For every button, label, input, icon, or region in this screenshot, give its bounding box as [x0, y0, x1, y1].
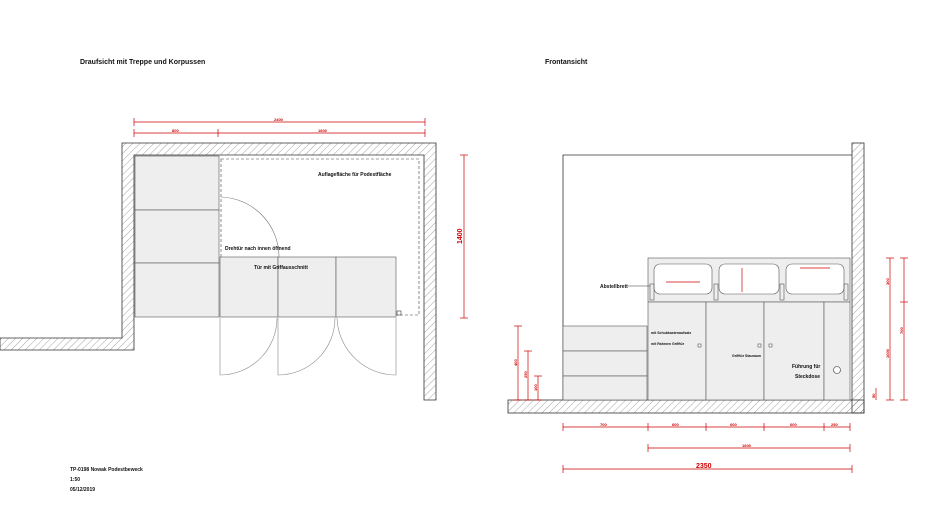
front-note-left-2: mit Rahmen Grifftür — [651, 342, 685, 346]
plan-dimensions — [133, 118, 468, 319]
front-socket — [833, 366, 841, 374]
plan-note-top-panel: Auflagefläche für Podestfläche — [318, 172, 392, 178]
front-dim-h-left2: 250 — [523, 371, 528, 378]
front-dim-b1: 700 — [600, 422, 607, 427]
front-steps — [562, 325, 648, 401]
front-dim-b4: 600 — [790, 422, 797, 427]
plan-door-swings — [219, 317, 397, 376]
front-room-outline — [562, 154, 852, 400]
plan-wall-hatched — [0, 142, 437, 401]
front-dim-h-left1: 400 — [513, 359, 518, 366]
front-dim-mid: 1600 — [742, 443, 752, 448]
front-wall-right — [851, 142, 865, 414]
plan-dim-depth: 1400 — [457, 228, 464, 244]
front-view: Abstellbrett mit Schubkastenaufsatz mit … — [507, 142, 908, 473]
plan-view: Auflagefläche für Podestfläche Drehtür n… — [0, 117, 468, 401]
plan-socket — [396, 310, 402, 316]
front-h-dimensions — [562, 423, 853, 473]
footer-scale: 1:50 — [70, 477, 80, 483]
footer-project: TP-0198 Nowak Podestbeweck — [70, 467, 143, 473]
footer-date: 05/12/2019 — [70, 487, 95, 493]
plan-dim-left: 800 — [172, 128, 179, 133]
front-dim-h-top: 300 — [885, 278, 890, 285]
front-note-shelf: Abstellbrett — [600, 284, 628, 290]
front-dim-b3: 600 — [730, 422, 737, 427]
front-note-left-1: mit Schubkastenaufsatz — [651, 331, 691, 335]
front-dim-h-left3: 100 — [533, 384, 538, 391]
front-v-dimensions-left — [514, 325, 542, 401]
plan-cabinets — [219, 256, 397, 318]
plan-door-arc-top — [220, 196, 280, 258]
front-handles — [697, 343, 773, 348]
plan-stairs — [134, 155, 220, 318]
plan-note-handle: Tür mit Griffausschnitt — [254, 265, 308, 271]
front-dim-b5: 250 — [831, 422, 838, 427]
front-dim-b2: 600 — [672, 422, 679, 427]
front-rail-marks — [666, 267, 830, 292]
front-note-right-2: Steckdose — [795, 374, 820, 380]
front-rail-cutouts — [653, 263, 845, 295]
front-posts — [649, 283, 849, 301]
plan-note-door: Drehtür nach innen öffnend — [225, 246, 291, 252]
plan-view-title: Draufsicht mit Treppe und Korpussen — [80, 59, 205, 66]
front-note-mid: Grifftür Stauraum — [732, 354, 761, 358]
front-floor — [507, 399, 865, 414]
front-v-dimensions-right — [875, 257, 908, 401]
front-dim-h-total: 1000 — [885, 348, 890, 358]
front-dim-overall: 2350 — [696, 463, 712, 470]
front-dim-h-small: 50 — [871, 393, 876, 398]
front-note-right-1: Führung für — [792, 364, 820, 370]
front-view-title: Frontansicht — [545, 59, 588, 66]
front-dim-h-mid: 700 — [899, 327, 904, 334]
plan-dim-right: 1600 — [318, 128, 328, 133]
title-block: TP-0198 Nowak Podestbeweck 1:50 05/12/20… — [70, 467, 143, 493]
plan-dim-overall: 2400 — [274, 117, 284, 122]
front-cabinets — [647, 301, 851, 401]
